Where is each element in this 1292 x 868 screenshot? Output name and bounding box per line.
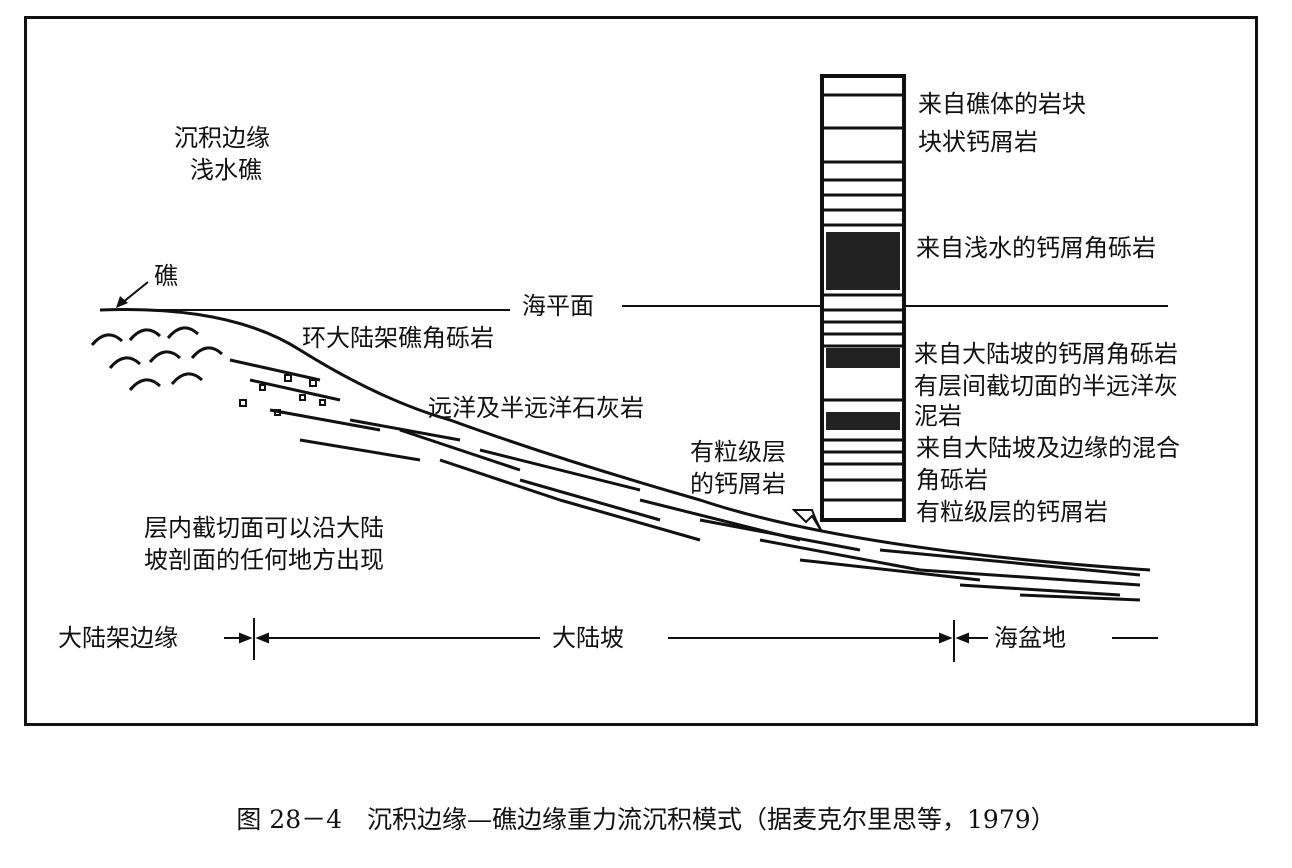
shelf-breccia-label: 环大陆架礁角砾岩 [302, 324, 494, 352]
title-label-line2: 浅水礁 [190, 156, 262, 184]
slope-strata [229, 358, 1141, 602]
zone-scale [224, 618, 1158, 662]
stratigraphic-column [820, 74, 906, 522]
legend-item: 有层间截切面的半远洋灰 [914, 372, 1178, 400]
graded-label-line2: 的钙屑岩 [690, 470, 786, 498]
zone-shelf-edge: 大陆架边缘 [58, 624, 178, 652]
legend-item: 来自大陆坡及边缘的混合 [916, 434, 1180, 462]
reef-label: 礁 [154, 262, 178, 290]
legend-item: 来自礁体的岩块 [918, 90, 1086, 118]
legend-item: 有粒级层的钙屑岩 [916, 498, 1108, 526]
legend-item: 来自大陆坡的钙屑角砾岩 [914, 340, 1178, 368]
breccia-clasts [239, 374, 326, 416]
reef-arrow-icon [116, 281, 149, 308]
graded-label-line1: 有粒级层 [690, 438, 786, 466]
title-label-line1: 沉积边缘 [174, 124, 270, 152]
legend-item: 块状钙屑岩 [918, 128, 1038, 156]
reef-mounds [90, 326, 224, 391]
cut-label-line2: 坡剖面的任何地方出现 [144, 546, 384, 574]
legend-item: 泥岩 [914, 402, 962, 430]
legend-item: 来自浅水的钙屑角砾岩 [916, 234, 1156, 262]
figure-frame [24, 16, 1258, 726]
zone-slope: 大陆坡 [552, 624, 624, 652]
cut-label-line1: 层内截切面可以沿大陆 [144, 514, 384, 542]
graded-arrow-icon [791, 509, 823, 533]
pelagic-limestone-label: 远洋及半远洋石灰岩 [428, 394, 644, 422]
legend-item: 角砾岩 [916, 466, 988, 494]
zone-basin: 海盆地 [994, 624, 1066, 652]
figure-caption: 图 28－4 沉积边缘—礁边缘重力流沉积模式（据麦克尔里思等，1979） [236, 805, 1056, 834]
sea-level-label: 海平面 [522, 292, 594, 320]
